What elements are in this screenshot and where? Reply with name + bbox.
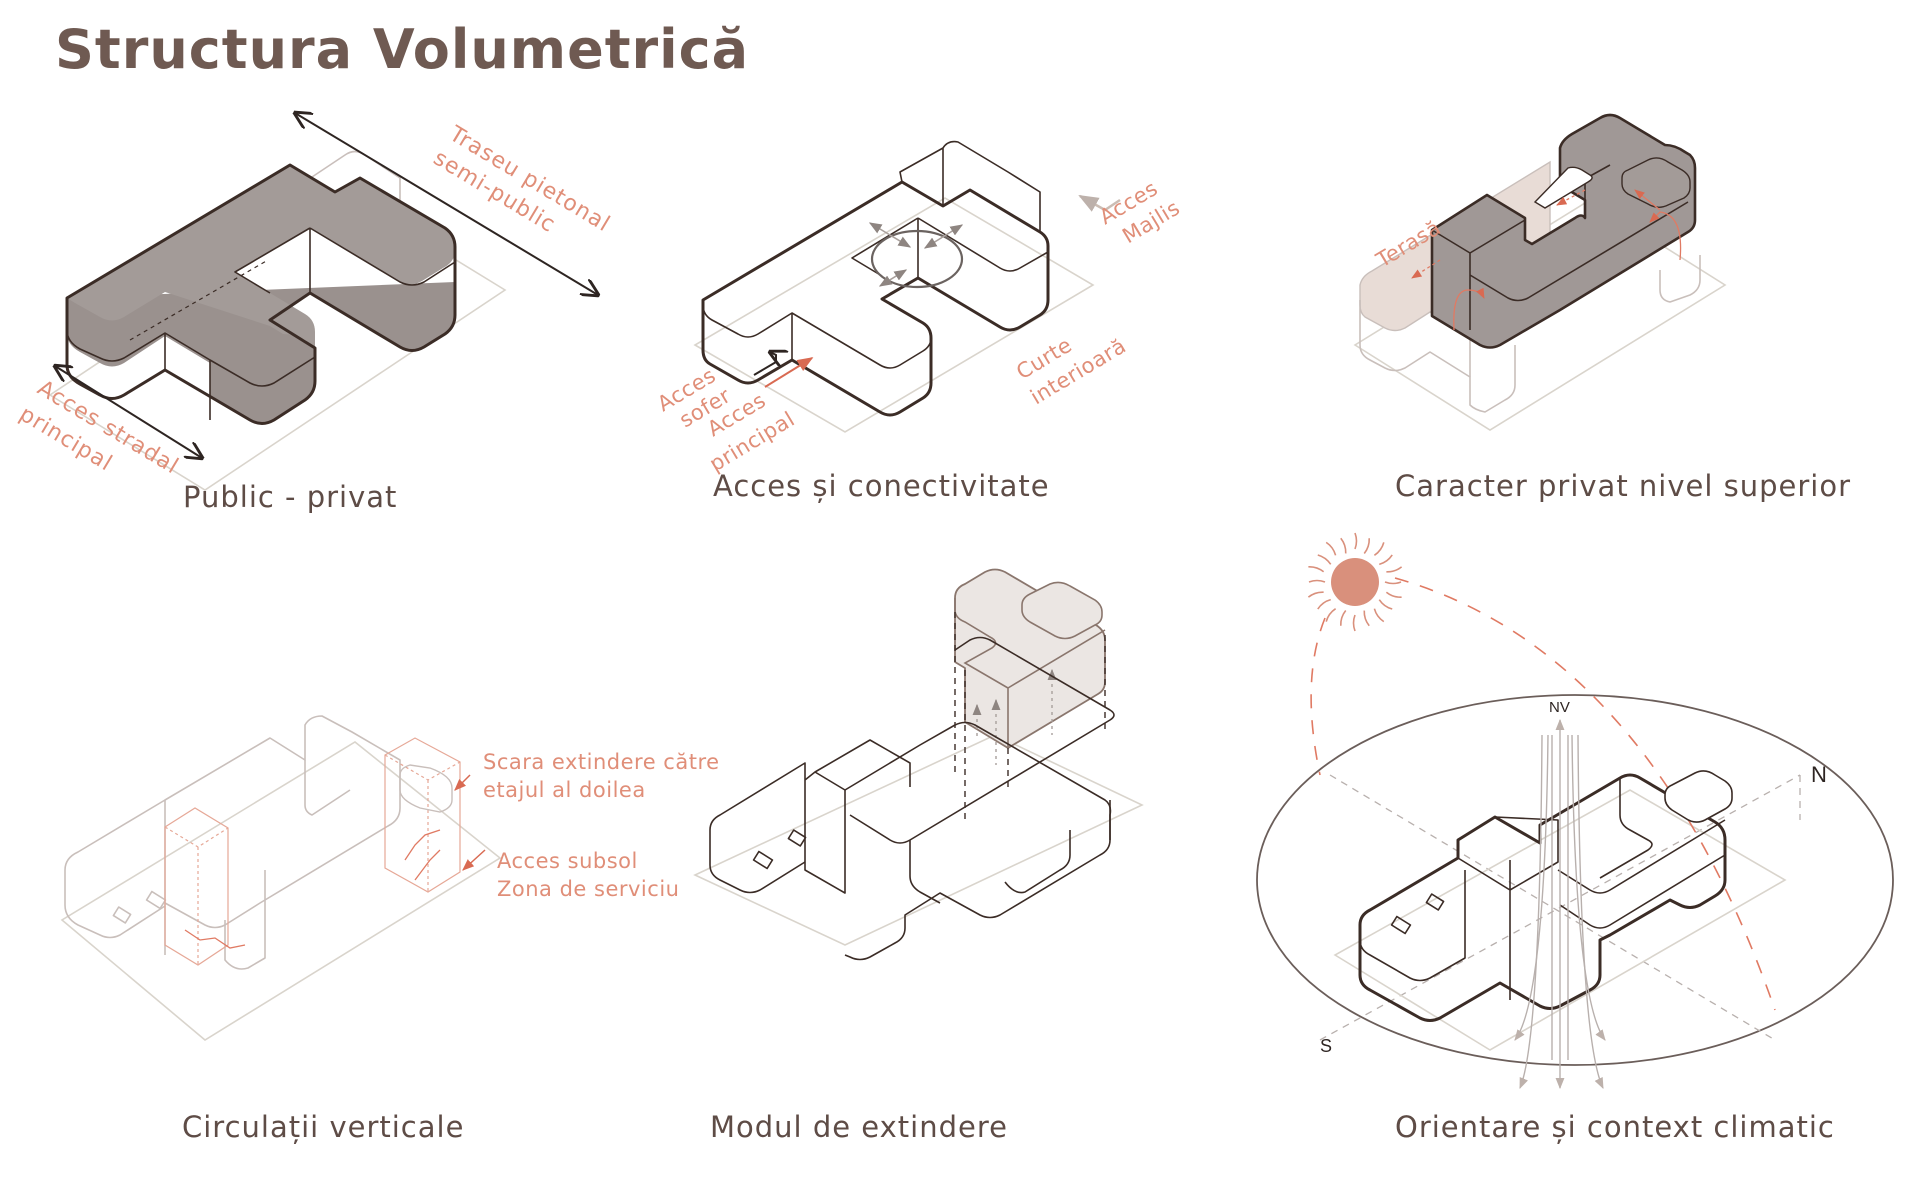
caption-acces-conectivitate: Acces și conectivitate bbox=[713, 469, 1050, 503]
main-access-arrow bbox=[764, 357, 814, 388]
sun-ray bbox=[1317, 598, 1331, 610]
sun-ray bbox=[1385, 591, 1402, 598]
panel-acces-conectivitate: Acces Majlis Curte interioară Acces sofe… bbox=[653, 140, 1184, 476]
sun-path-ellipse bbox=[1256, 694, 1894, 1066]
sun-ray bbox=[1373, 608, 1385, 623]
sun-ray bbox=[1379, 554, 1393, 566]
caption-public-privat: Public - privat bbox=[183, 480, 398, 514]
pedestrian-route-arrow bbox=[295, 113, 598, 295]
caption-circulatii-verticale: Circulații verticale bbox=[182, 1110, 465, 1144]
compass-nv: NV bbox=[1549, 699, 1570, 716]
panel-caracter-privat: Terasă bbox=[1353, 113, 1727, 431]
upper-courtyard-void bbox=[1533, 166, 1593, 209]
volume-outline bbox=[701, 180, 1050, 417]
panel-public-privat: Traseu pietonal semi-public Acces strada… bbox=[15, 113, 615, 491]
sun-ray bbox=[1307, 591, 1324, 598]
sun-ray bbox=[1363, 538, 1371, 554]
label-zona-serviciu: Zona de serviciu bbox=[497, 877, 679, 901]
majlis-arrow bbox=[1078, 194, 1121, 212]
sun-ray bbox=[1386, 566, 1403, 573]
upper-private-volume bbox=[1430, 113, 1697, 349]
sun-ray bbox=[1354, 532, 1358, 550]
street-access-arrow bbox=[55, 366, 202, 458]
sun-ray bbox=[1363, 610, 1370, 627]
label-acces-subsol: Acces subsol bbox=[497, 849, 638, 873]
sun-path-arc-right bbox=[1394, 577, 1776, 1011]
sun-ray bbox=[1325, 541, 1337, 556]
driver-access-arrow bbox=[753, 352, 776, 376]
label-scara-1: Scara extindere către bbox=[483, 750, 720, 774]
wind-flow-lines bbox=[1514, 718, 1606, 1090]
sun-ray bbox=[1378, 599, 1393, 610]
caption-modul-extindere: Modul de extindere bbox=[710, 1110, 1008, 1144]
site-outline bbox=[693, 197, 1095, 433]
caption-caracter-privat: Caracter privat nivel superior bbox=[1395, 469, 1852, 503]
sun-ray bbox=[1308, 566, 1325, 573]
roof-module bbox=[1664, 770, 1733, 823]
sun-ray bbox=[1384, 581, 1402, 585]
compass-s: S bbox=[1320, 1036, 1332, 1056]
label-scara-2: etajul al doilea bbox=[483, 778, 646, 802]
sun-ray bbox=[1340, 537, 1347, 554]
panel-orientare: NV N S bbox=[1256, 532, 1894, 1090]
sun-path-arc-left bbox=[1310, 617, 1326, 776]
site-outline bbox=[60, 741, 502, 1041]
compass-n: N bbox=[1811, 762, 1827, 787]
courtyard-circle bbox=[870, 229, 964, 289]
panel-circulatii-verticale: Scara extindere către etajul al doilea A… bbox=[60, 715, 720, 1041]
sun-ray bbox=[1339, 610, 1347, 626]
site-outline bbox=[693, 734, 1144, 946]
page-title: Structura Volumetrică bbox=[55, 18, 750, 81]
sun-ray bbox=[1317, 554, 1332, 565]
sun-ray bbox=[1352, 614, 1356, 632]
panel-modul-extindere bbox=[693, 568, 1144, 961]
sun-ray bbox=[1325, 608, 1337, 622]
volume-sides bbox=[67, 282, 455, 424]
caption-orientare: Orientare și context climatic bbox=[1395, 1110, 1835, 1144]
building-outline bbox=[1358, 773, 1727, 1022]
sun-ray bbox=[1373, 542, 1385, 556]
sun-icon bbox=[1307, 532, 1403, 632]
sun-ray bbox=[1308, 579, 1326, 583]
